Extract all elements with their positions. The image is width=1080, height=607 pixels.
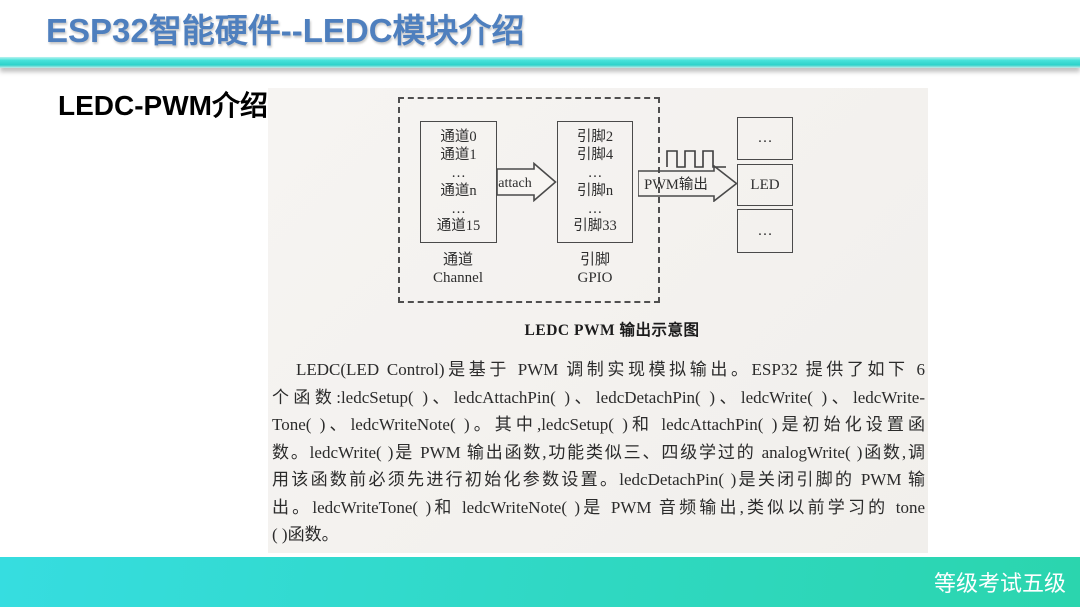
section-heading: LEDC-PWM介绍 bbox=[58, 90, 268, 121]
channel-box: 通道0 通道1 … 通道n … 通道15 bbox=[420, 121, 497, 243]
channel-label-en: Channel bbox=[433, 270, 483, 286]
gpio-row: 引脚2 bbox=[576, 129, 614, 145]
footer-bar: 等级考试五级 bbox=[0, 557, 1080, 607]
paragraph-line: 出。ledcWriteTone( )和 ledcWriteNote( )是 PW… bbox=[272, 497, 925, 517]
attach-arrow-label: attach bbox=[498, 176, 531, 191]
channel-row: 通道n bbox=[440, 182, 477, 199]
ellipsis-row: … bbox=[451, 164, 466, 181]
gpio-row: 引脚33 bbox=[573, 218, 617, 235]
slide-title: ESP32智能硬件--LEDC模块介绍 bbox=[46, 12, 525, 49]
channel-label-zh: 通道 bbox=[442, 252, 473, 268]
paragraph-line: ( )函数。 bbox=[272, 525, 339, 544]
divider-bar bbox=[0, 57, 1080, 68]
gpio-row: 引脚4 bbox=[576, 146, 614, 163]
gpio-label: 引脚 GPIO bbox=[545, 251, 645, 287]
textbook-scan-figure: 通道0 通道1 … 通道n … 通道15 引脚2 引脚4 … 引脚n … 引脚3… bbox=[268, 88, 928, 553]
channel-row: 通道0 bbox=[440, 129, 477, 145]
ellipsis-box-top: … bbox=[737, 117, 793, 160]
paragraph-line: Tone( )、ledcWriteNote( )。其中,ledcSetup( )… bbox=[272, 415, 925, 434]
diagram-caption: LEDC PWM 输出示意图 bbox=[524, 322, 700, 339]
pwm-output-arrow-label: PWM输出 bbox=[644, 176, 708, 193]
ellipsis-row: … bbox=[587, 164, 603, 181]
ledc-module-dashed-box bbox=[398, 97, 660, 303]
pwm-square-wave-icon bbox=[666, 150, 726, 168]
paragraph-line: 数。ledcWrite( )是 PWM 输出函数,功能类似三、四级学过的 ana… bbox=[272, 442, 925, 462]
gpio-box: 引脚2 引脚4 … 引脚n … 引脚33 bbox=[557, 121, 633, 243]
gpio-label-en: GPIO bbox=[577, 270, 613, 286]
channel-label: 通道 Channel bbox=[408, 251, 508, 287]
channel-row: 通道15 bbox=[436, 218, 481, 235]
led-box: LED bbox=[737, 164, 793, 206]
gpio-label-zh: 引脚 bbox=[579, 252, 610, 268]
channel-row: 通道1 bbox=[440, 146, 477, 163]
paragraph-line: 用该函数前必须先进行初始化参数设置。ledcDetachPin( )是关闭引脚的… bbox=[272, 470, 925, 489]
ellipsis-row: … bbox=[587, 200, 603, 217]
pwm-output-arrow-icon: PWM输出 bbox=[638, 165, 738, 202]
ellipsis-box-bottom: … bbox=[737, 209, 793, 253]
gpio-row: 引脚n bbox=[576, 182, 614, 199]
attach-arrow-icon: attach bbox=[497, 162, 557, 202]
paragraph-line: 个函数:ledcSetup( )、ledcAttachPin( )、ledcDe… bbox=[272, 387, 925, 407]
footer-label: 等级考试五级 bbox=[933, 571, 1066, 596]
paragraph-line: LEDC(LED Control)是基于 PWM 调制实现模拟输出。ESP32 … bbox=[296, 360, 925, 379]
body-paragraph: LEDC(LED Control)是基于 PWM 调制实现模拟输出。ESP32 … bbox=[272, 356, 925, 549]
ellipsis-row: … bbox=[451, 200, 466, 217]
